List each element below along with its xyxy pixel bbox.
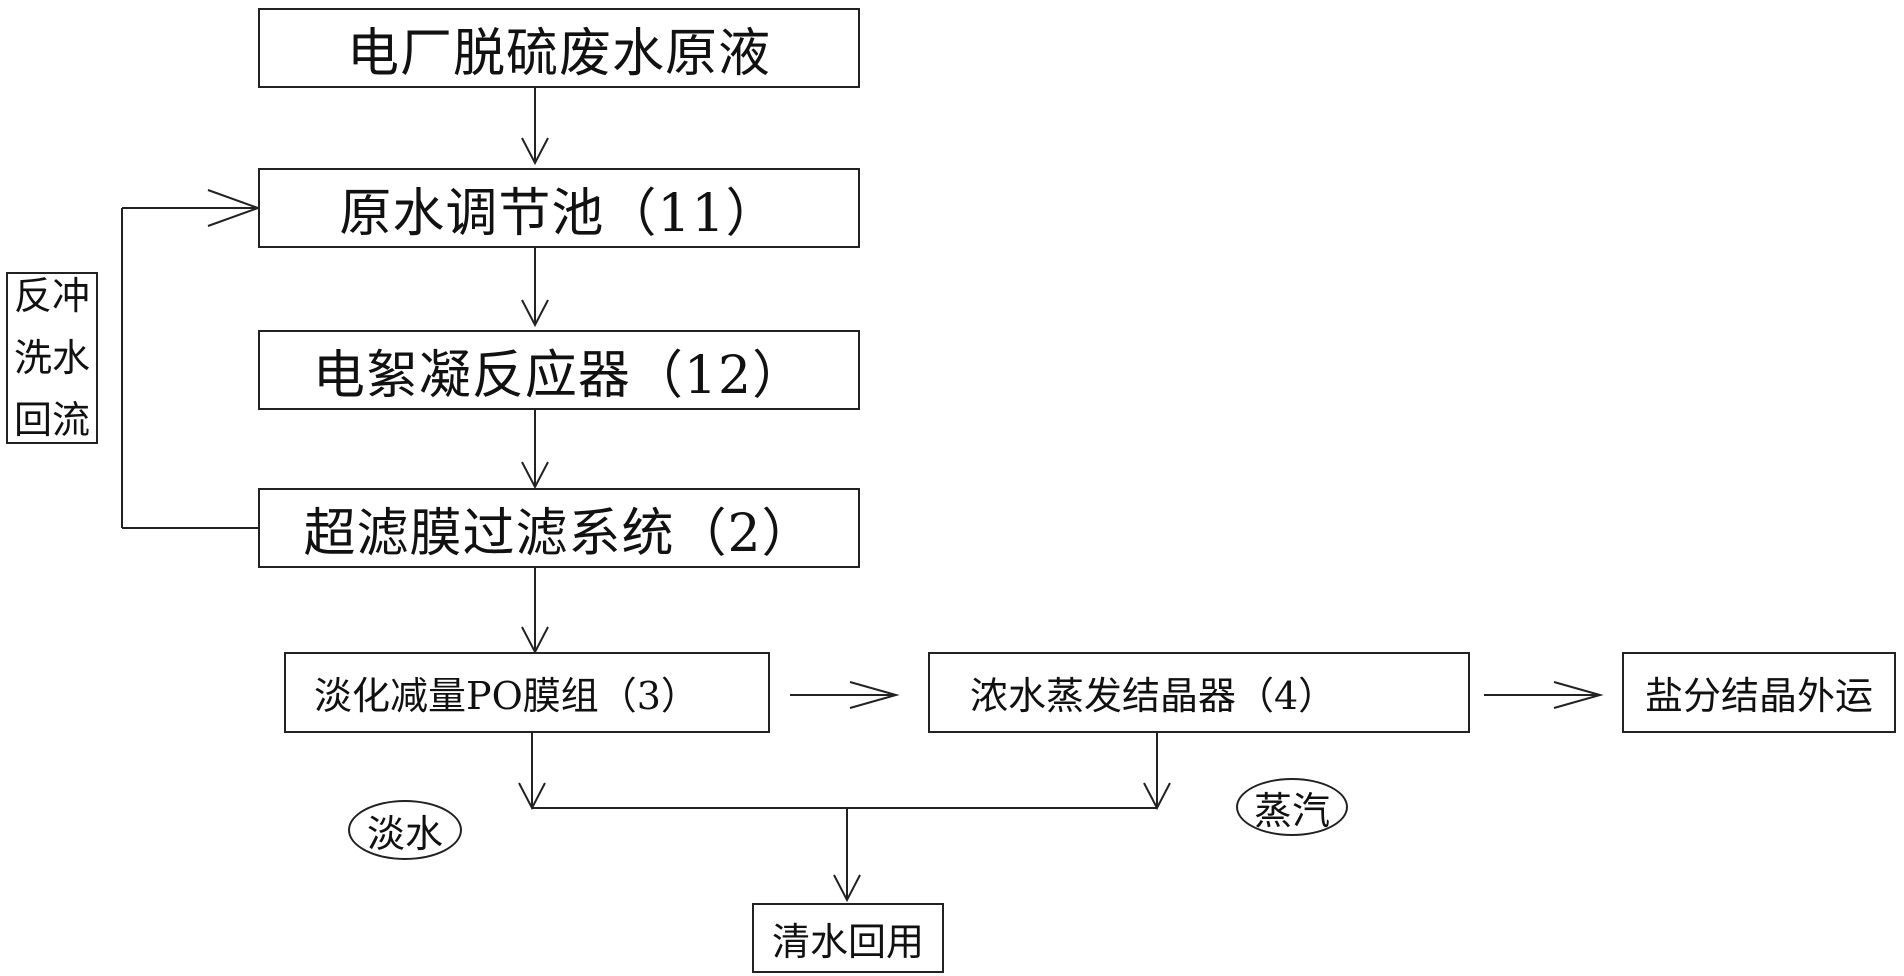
node-salt-crystal-export-label: 盐分结晶外运 — [1644, 674, 1873, 718]
node-electrocoagulation-reactor-label: 电絮凝反应器（12） — [312, 345, 806, 406]
side-note-backwash-return: 反冲 洗水 回流 — [6, 272, 98, 444]
node-ro-membrane-group-label: 淡化减量PO膜组（3） — [314, 674, 699, 718]
node-clean-water-reuse: 清水回用 — [752, 903, 944, 973]
node-raw-wastewater: 电厂脱硫废水原液 — [258, 8, 860, 88]
node-clean-water-reuse-label: 清水回用 — [771, 919, 924, 964]
node-evaporation-crystallizer: 浓水蒸发结晶器（4） — [928, 652, 1470, 733]
side-note-line-1: 反冲 — [13, 274, 90, 318]
side-note-line-3: 回流 — [13, 398, 90, 442]
label-steam: 蒸汽 — [1236, 778, 1348, 836]
label-fresh-water-text: 淡水 — [366, 811, 443, 856]
node-ultrafiltration-system: 超滤膜过滤系统（2） — [258, 488, 860, 568]
label-fresh-water: 淡水 — [348, 800, 462, 860]
label-steam-text: 蒸汽 — [1253, 788, 1330, 833]
node-salt-crystal-export: 盐分结晶外运 — [1622, 652, 1896, 733]
node-raw-wastewater-label: 电厂脱硫废水原液 — [346, 23, 771, 84]
node-evaporation-crystallizer-label: 浓水蒸发结晶器（4） — [970, 674, 1337, 718]
node-adjustment-tank: 原水调节池（11） — [258, 168, 860, 248]
node-electrocoagulation-reactor: 电絮凝反应器（12） — [258, 330, 860, 410]
side-note-line-2: 洗水 — [13, 336, 90, 380]
node-ultrafiltration-system-label: 超滤膜过滤系统（2） — [303, 503, 815, 564]
node-adjustment-tank-label: 原水调节池（11） — [339, 183, 779, 244]
node-ro-membrane-group: 淡化减量PO膜组（3） — [284, 652, 770, 733]
